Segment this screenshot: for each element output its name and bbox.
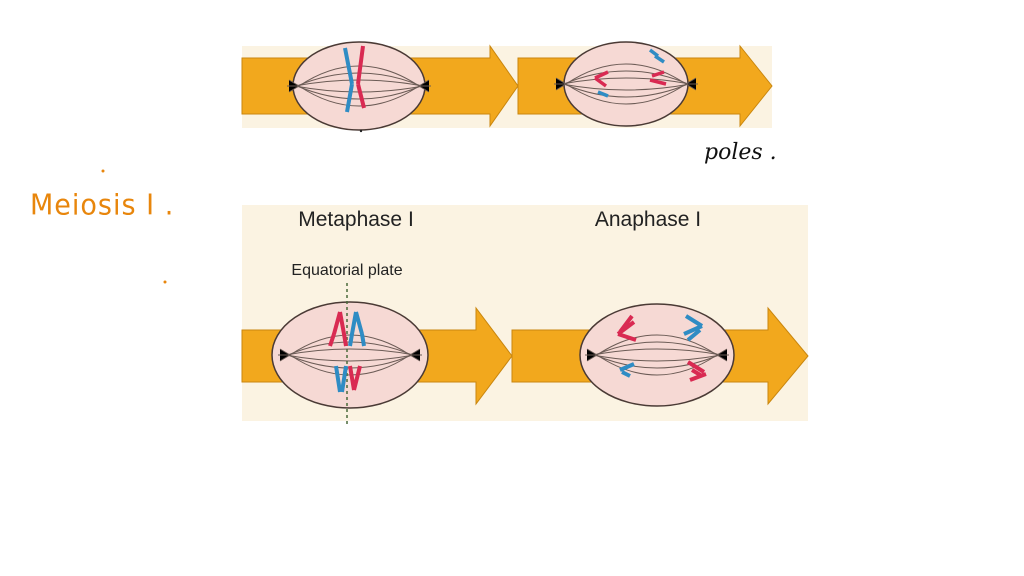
anaphase-blue-left xyxy=(619,362,635,378)
metaphase-cell xyxy=(271,301,429,409)
top-anaphase-red-2 xyxy=(649,70,667,86)
ink-dot xyxy=(101,169,105,173)
top-chromosome-blue xyxy=(343,47,354,113)
metaphase-chromosome-blue-bottom xyxy=(334,365,348,393)
top-anaphase-blue-1 xyxy=(648,48,665,64)
top-anaphase-red-1 xyxy=(593,70,609,88)
top-strip xyxy=(241,41,773,131)
anaphase-cell xyxy=(579,303,735,407)
anaphase-red-right xyxy=(686,360,707,382)
top-anaphase-blue-2 xyxy=(597,90,609,98)
top-chromosome-red xyxy=(356,45,366,109)
top-cell-anaphase xyxy=(563,41,689,127)
main-panel: Metaphase I Anaphase I Equatorial plate xyxy=(241,205,809,425)
label-equatorial-plate: Equatorial plate xyxy=(291,262,402,279)
metaphase-chromosome-red-top xyxy=(328,311,348,347)
anaphase-red-left xyxy=(616,314,637,342)
label-metaphase: Metaphase I xyxy=(298,208,414,231)
metaphase-chromosome-blue-top xyxy=(348,311,366,347)
handwritten-poles-label: poles . xyxy=(704,140,777,165)
anaphase-blue-right xyxy=(683,314,704,342)
ink-dot xyxy=(163,280,167,284)
label-anaphase: Anaphase I xyxy=(595,208,701,231)
ink-dot xyxy=(359,129,363,133)
handwritten-meiosis-label: Meiosis I . xyxy=(30,189,175,222)
metaphase-chromosome-red-bottom xyxy=(348,365,362,391)
